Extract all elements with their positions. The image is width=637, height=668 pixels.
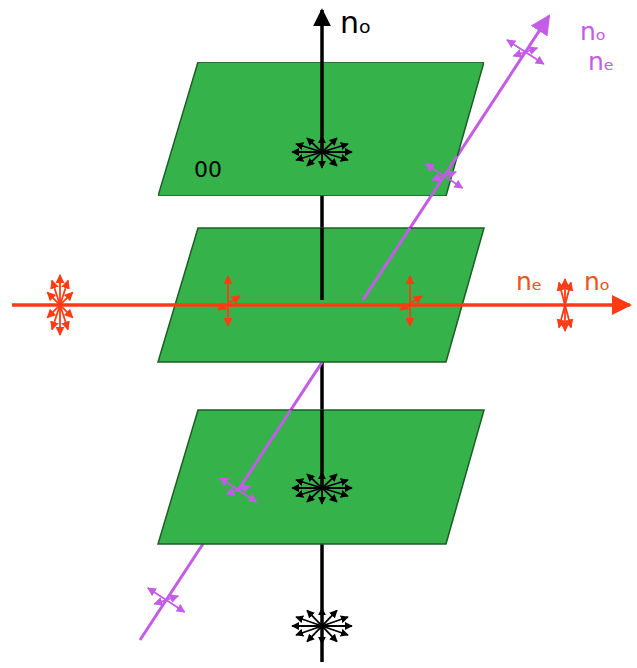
polarization-arrow — [148, 588, 185, 612]
polarization-arrow — [218, 296, 240, 310]
optic-axis — [320, 228, 324, 300]
polarization-arrow — [400, 296, 422, 310]
index-label: nₒ — [580, 18, 606, 46]
polarization-arrow — [52, 280, 68, 329]
polarization-arrow — [227, 276, 229, 326]
index-label: nₒ — [584, 268, 610, 296]
index-label: nₑ — [588, 48, 614, 76]
oblique-ray — [238, 410, 290, 490]
polarization-arrow — [47, 292, 72, 317]
polarization-arrow — [559, 282, 571, 327]
optic-axis — [320, 410, 324, 488]
polarization-arrow — [296, 617, 348, 635]
polarization-arrow — [307, 610, 337, 641]
horizontal-ray — [12, 303, 630, 307]
polarization-arrow — [220, 478, 257, 502]
polarization-arrow — [507, 40, 544, 64]
polarization-arrow — [59, 275, 61, 335]
polarization-arrow — [296, 617, 348, 635]
polarization-arrow — [559, 282, 571, 327]
oblique-ray — [140, 16, 549, 640]
layer-label: 00 — [194, 158, 222, 182]
polarization-arrow — [292, 487, 352, 489]
index-label: nₑ — [516, 268, 542, 296]
polarization-arrow — [296, 480, 348, 496]
plane-shape — [158, 62, 484, 196]
polarization-arrow — [307, 474, 337, 502]
polarization-arrow — [47, 292, 72, 317]
index-label: nₒ — [340, 6, 371, 39]
polarization-arrow — [409, 276, 411, 326]
layer-plane — [158, 410, 484, 544]
polarization-arrow — [52, 280, 68, 329]
polarization-arrow — [226, 486, 250, 494]
polarization-arrow — [321, 608, 323, 644]
polarization-arrow — [296, 480, 348, 496]
polarization-arrow — [292, 625, 352, 627]
polarization-arrow — [513, 48, 537, 56]
polarization-arrow — [307, 474, 337, 502]
layer-plane — [158, 228, 484, 362]
polarization-arrow — [321, 472, 323, 504]
layer-plane: 00 — [158, 62, 484, 196]
polarization-arrow — [564, 279, 566, 331]
polarization-arrow — [307, 610, 337, 641]
oblique-ray — [363, 228, 410, 300]
polarization-arrow — [154, 596, 178, 604]
